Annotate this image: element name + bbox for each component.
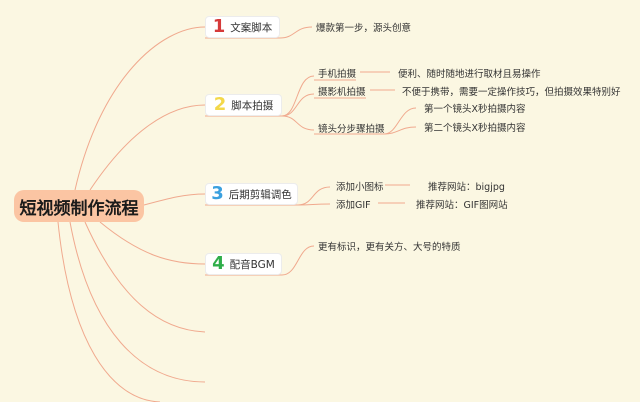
connector-root-extra-2 bbox=[69, 221, 206, 383]
connector-root-branch-1 bbox=[74, 26, 206, 191]
branch-3-topic[interactable]: 3 后期剪辑调色 bbox=[205, 183, 298, 205]
branch-2-child-3[interactable]: 镜头分步骤拍摄 bbox=[318, 124, 385, 135]
branch-1-number: 1 bbox=[212, 16, 226, 37]
connector-child-3-sub-1 bbox=[383, 107, 417, 135]
connector-branch-2-child-1 bbox=[281, 75, 315, 117]
branch-2-number: 2 bbox=[213, 94, 227, 115]
connector-root-branch-3 bbox=[143, 193, 206, 206]
connector-branch-2-child-3 bbox=[281, 115, 315, 131]
branch-4-number: 4 bbox=[212, 253, 225, 274]
connector-branch-3-child-2 bbox=[297, 203, 331, 206]
connector-branch-4-note bbox=[281, 245, 315, 276]
root-topic[interactable]: 短视频制作流程 bbox=[14, 190, 144, 222]
connector-root-branch-4 bbox=[99, 221, 206, 265]
branch-4-label: 配音BGM bbox=[229, 258, 275, 271]
connector-branch-2-child-2 bbox=[281, 93, 315, 117]
branch-1-topic[interactable]: 1 文案脚本 bbox=[205, 16, 280, 38]
connector-root-extra-1 bbox=[84, 221, 206, 333]
branch-2-child-2-note: 不便于携带，需要一定操作技巧，但拍摄效果特别好 bbox=[402, 87, 621, 98]
connector-root-extra-3 bbox=[57, 221, 161, 402]
connector-branch-3-child-1 bbox=[297, 186, 331, 206]
branch-2-child-3-sub-2: 第二个镜头X秒拍摄内容 bbox=[424, 123, 526, 134]
branch-2-child-1[interactable]: 手机拍摄 bbox=[318, 69, 357, 80]
branch-3-child-2[interactable]: 添加GIF bbox=[336, 200, 371, 211]
branch-4-note: 更有标识，更有关方、大号的特质 bbox=[318, 242, 461, 253]
connector-root-branch-2 bbox=[89, 104, 206, 191]
branch-3-child-1[interactable]: 添加小图标 bbox=[336, 182, 384, 193]
branch-3-label: 后期剪辑调色 bbox=[228, 188, 292, 201]
branch-2-topic[interactable]: 2 脚本拍摄 bbox=[205, 94, 282, 116]
branch-4-topic[interactable]: 4 配音BGM bbox=[205, 253, 282, 275]
branch-2-child-1-note: 便利、随时随地进行取材且易操作 bbox=[398, 69, 541, 80]
branch-3-child-2-note: 推荐网站：GIF图网站 bbox=[416, 200, 508, 211]
branch-3-number: 3 bbox=[211, 183, 224, 204]
branch-2-child-2[interactable]: 摄影机拍摄 bbox=[318, 87, 366, 98]
branch-1-label: 文案脚本 bbox=[230, 21, 273, 34]
connector-branch-1-note bbox=[279, 26, 313, 39]
branch-3-child-1-note: 推荐网站：bigjpg bbox=[428, 182, 505, 193]
branch-2-label: 脚本拍摄 bbox=[231, 99, 274, 112]
connector-child-3-sub-2 bbox=[383, 126, 417, 135]
branch-2-child-3-sub-1: 第一个镜头X秒拍摄内容 bbox=[424, 104, 526, 115]
branch-1-note: 爆款第一步，源头创意 bbox=[316, 23, 412, 34]
